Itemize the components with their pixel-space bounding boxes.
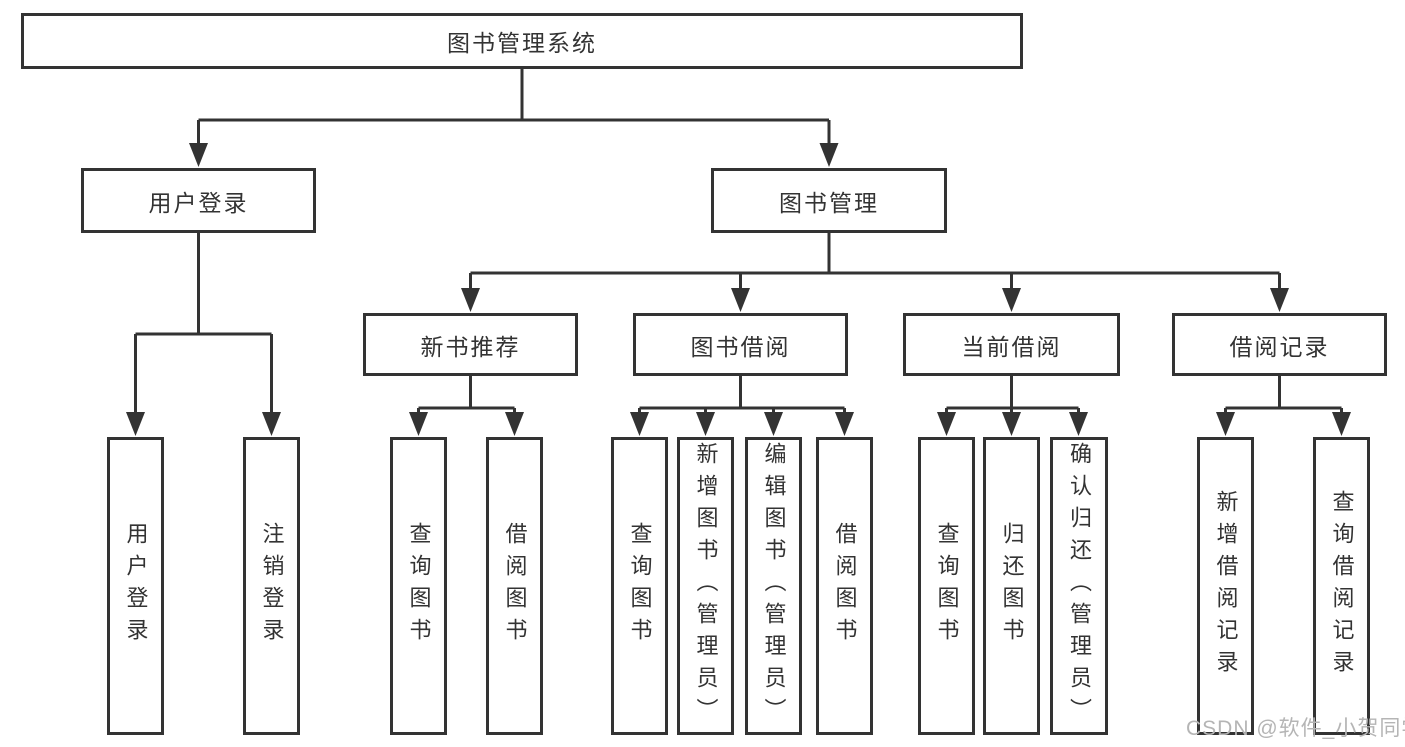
leaf-label: 确认归还（管理员）	[1067, 442, 1092, 730]
leaf-label: 查询借阅记录	[1329, 490, 1355, 682]
leaf-return-books: 归还图书	[983, 437, 1040, 735]
leaf-label: 查询图书	[934, 522, 960, 650]
leaf-label: 编辑图书（管理员）	[761, 442, 787, 730]
leaf-label: 借阅图书	[832, 522, 858, 650]
arrow-down-icon	[461, 288, 480, 312]
arrow-down-icon	[1216, 412, 1235, 436]
leaf-query-books-recommend: 查询图书	[390, 437, 447, 735]
leaf-logout: 注销登录	[243, 437, 300, 735]
arrow-down-icon	[819, 143, 839, 167]
connector-user-login-to-leaves	[134, 230, 273, 414]
connector-book-borrow-to-leaves	[638, 374, 846, 414]
leaf-add-borrow-record: 新增借阅记录	[1197, 437, 1254, 735]
leaf-label: 用户登录	[123, 522, 149, 650]
leaf-user-login: 用户登录	[107, 437, 164, 735]
leaf-label: 查询图书	[627, 522, 653, 650]
arrow-down-icon	[1002, 412, 1021, 436]
leaf-label: 新增借阅记录	[1213, 490, 1239, 682]
connector-new-book-rec-to-leaves	[417, 374, 516, 414]
leaf-query-books-borrowing: 查询图书	[611, 437, 668, 735]
leaf-label: 借阅图书	[502, 522, 528, 650]
csdn-watermark: CSDN @软件_小贺同学	[1186, 717, 1405, 740]
connector-book-mgmt-to-level3	[469, 230, 1281, 290]
connector-borrow-records-to-leaves	[1224, 374, 1343, 414]
leaf-query-books-current: 查询图书	[918, 437, 975, 735]
arrow-down-icon	[505, 412, 524, 436]
arrow-down-icon	[1002, 288, 1021, 312]
arrow-down-icon	[630, 412, 649, 436]
arrow-down-icon	[731, 288, 750, 312]
arrow-down-icon	[126, 412, 145, 436]
node-library-management-system: 图书管理系统	[21, 13, 1023, 69]
node-current-borrowing: 当前借阅	[903, 313, 1120, 376]
leaf-add-books-admin: 新增图书（管理员）	[677, 437, 734, 735]
leaf-label: 归还图书	[999, 522, 1025, 650]
node-borrowing-records: 借阅记录	[1172, 313, 1387, 376]
node-user-login: 用户登录	[81, 168, 316, 233]
leaf-edit-books-admin: 编辑图书（管理员）	[745, 437, 802, 735]
arrow-down-icon	[937, 412, 956, 436]
leaf-label: 查询图书	[406, 522, 432, 650]
connector-current-borrow-to-leaves	[945, 374, 1080, 414]
leaf-label: 新增图书（管理员）	[693, 442, 719, 730]
arrow-down-icon	[835, 412, 854, 436]
leaf-borrow-books-borrowing: 借阅图书	[816, 437, 873, 735]
arrow-down-icon	[764, 412, 783, 436]
arrow-down-icon	[262, 412, 281, 436]
leaf-query-borrow-record: 查询借阅记录	[1313, 437, 1370, 735]
arrow-down-icon	[1069, 412, 1088, 436]
node-book-management: 图书管理	[711, 168, 947, 233]
leaf-borrow-books-recommend: 借阅图书	[486, 437, 543, 735]
arrow-down-icon	[409, 412, 428, 436]
arrow-down-icon	[696, 412, 715, 436]
node-book-borrowing: 图书借阅	[633, 313, 848, 376]
leaf-label: 注销登录	[259, 522, 285, 650]
arrow-down-icon	[1270, 288, 1289, 312]
arrow-down-icon	[1332, 412, 1351, 436]
node-new-book-recommend: 新书推荐	[363, 313, 578, 376]
arrow-down-icon	[189, 143, 208, 167]
leaf-confirm-return-admin: 确认归还（管理员）	[1050, 437, 1108, 735]
connector-root-to-level2	[197, 66, 831, 145]
arrowheads	[126, 143, 1351, 436]
